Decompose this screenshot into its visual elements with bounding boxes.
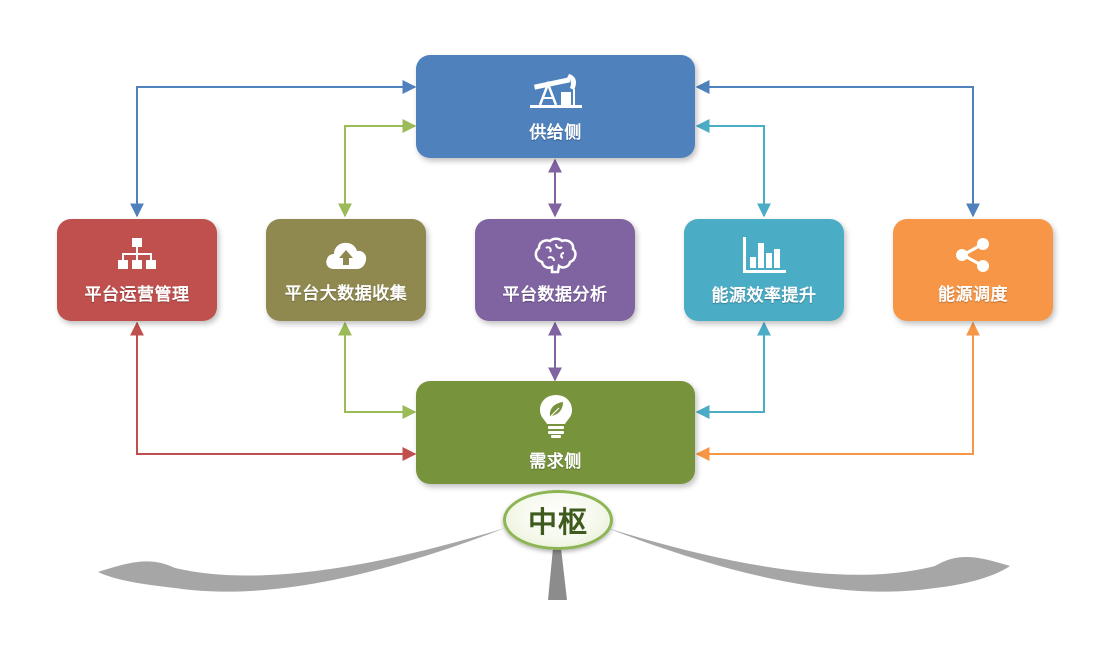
connector-supply-efficiency — [695, 119, 771, 218]
bar-chart-icon — [743, 236, 786, 273]
module-energy-efficiency: 能源效率提升 — [684, 219, 844, 321]
connector-demand-dispatch — [695, 321, 980, 461]
module-label: 平台数据分析 — [502, 284, 608, 305]
module-energy-dispatch: 能源调度 — [893, 219, 1053, 321]
module-label: 平台运营管理 — [84, 284, 190, 305]
module-platform-operations: 平台运营管理 — [57, 219, 217, 321]
module-label: 平台大数据收集 — [284, 283, 408, 304]
module-label: 能源效率提升 — [711, 285, 817, 306]
supply-side-box: 供给侧 — [416, 55, 695, 158]
base-pillar — [548, 548, 567, 600]
hub-label: 中枢 — [527, 505, 588, 539]
brain-icon — [534, 237, 577, 273]
module-big-data-collection: 平台大数据收集 — [266, 219, 426, 321]
hierarchy-icon — [118, 237, 156, 269]
connector-demand-efficiency — [695, 321, 771, 419]
share-icon — [956, 237, 989, 272]
supply-side-label: 供给侧 — [529, 123, 582, 143]
oil-pump-icon — [529, 74, 582, 108]
connector-supply-dispatch — [695, 80, 980, 218]
light-bulb-leaf-icon — [539, 395, 572, 438]
connector-demand-operations — [130, 321, 417, 461]
base-right-wing — [607, 528, 1010, 592]
demand-side-box: 需求侧 — [416, 381, 695, 484]
connector-supply-collection — [338, 119, 417, 218]
connector-supply-operations — [130, 80, 417, 218]
connector-demand-collection — [338, 321, 417, 419]
cloud-upload-icon — [326, 242, 367, 269]
hub-badge: 中枢 — [503, 490, 613, 550]
base-left-wing — [98, 528, 505, 592]
module-label: 能源调度 — [938, 284, 1008, 305]
demand-side-label: 需求侧 — [529, 452, 582, 472]
module-data-analysis: 平台数据分析 — [475, 219, 635, 321]
